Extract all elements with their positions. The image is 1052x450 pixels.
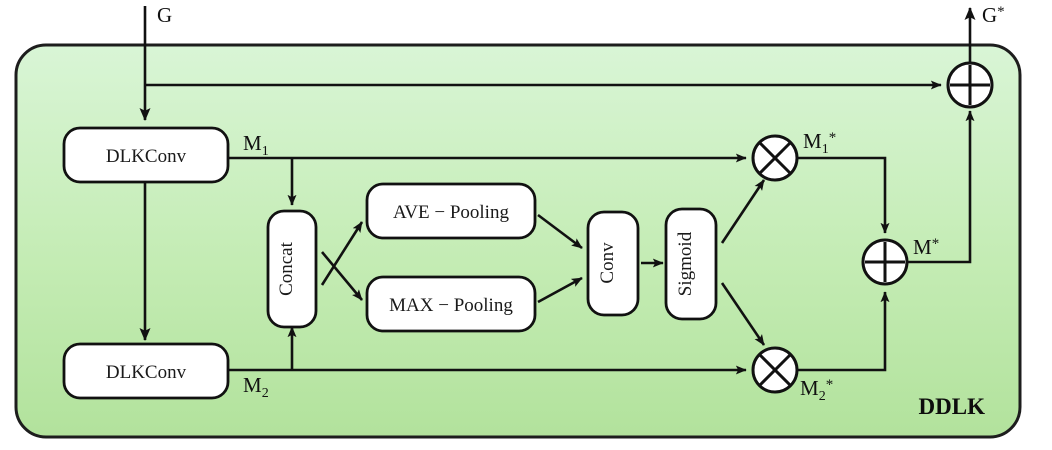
wire-add-mask-to-add-output (907, 110, 975, 264)
label-m1: M1 (243, 131, 269, 159)
module-name-label: DDLK (919, 394, 986, 419)
wire-multiply-bottom-to-add-mask (797, 291, 890, 372)
wire-concat-to-max-pooling (321, 251, 363, 301)
operator-add-output[interactable] (946, 61, 994, 109)
operator-nodes (751, 61, 994, 394)
wire-sigmoid-to-multiply-top (720, 179, 766, 244)
block-conv[interactable]: Conv (586, 210, 640, 317)
block-dlkconv-top-label: DLKConv (106, 146, 187, 167)
label-input-g: G (157, 3, 172, 27)
label-m1-star: M1* (803, 129, 836, 157)
block-dlkconv-top[interactable]: DLKConv (62, 126, 230, 184)
block-dlkconv-bottom-label: DLKConv (106, 362, 187, 383)
block-ave-pooling-label: AVE − Pooling (393, 202, 509, 223)
operator-multiply-top[interactable] (751, 134, 799, 182)
wire-concat-to-ave-pooling (320, 221, 364, 286)
operator-multiply-bottom[interactable] (751, 346, 799, 394)
block-max-pooling-label: MAX − Pooling (389, 295, 513, 316)
wire-ave-pooling-to-conv (537, 213, 583, 250)
block-sigmoid-label: Sigmoid (675, 231, 696, 296)
wire-multiply-top-to-add-mask (797, 156, 890, 234)
label-m2-star: M2* (800, 376, 833, 404)
label-m2: M2 (243, 373, 269, 401)
signal-labels: G G* M1 M2 M1* M2* M* DDLK (157, 3, 1005, 419)
label-output-gstar: G* (982, 3, 1005, 27)
block-max-pooling[interactable]: MAX − Pooling (365, 275, 537, 333)
block-conv-label: Conv (597, 242, 618, 284)
wire-max-pooling-to-conv (537, 276, 583, 304)
block-sigmoid[interactable]: Sigmoid (664, 207, 718, 321)
block-dlkconv-bottom[interactable]: DLKConv (62, 342, 230, 400)
label-m-star: M* (913, 235, 939, 259)
block-concat-label: Concat (276, 241, 297, 296)
wire-sigmoid-to-multiply-bottom (720, 282, 766, 346)
block-nodes: DLKConv DLKConv Concat AVE − Pooling MAX… (62, 126, 718, 400)
connector-wires (139, 6, 976, 375)
block-concat[interactable]: Concat (266, 209, 318, 329)
block-ave-pooling[interactable]: AVE − Pooling (365, 182, 537, 240)
operator-add-mask[interactable] (861, 238, 909, 286)
